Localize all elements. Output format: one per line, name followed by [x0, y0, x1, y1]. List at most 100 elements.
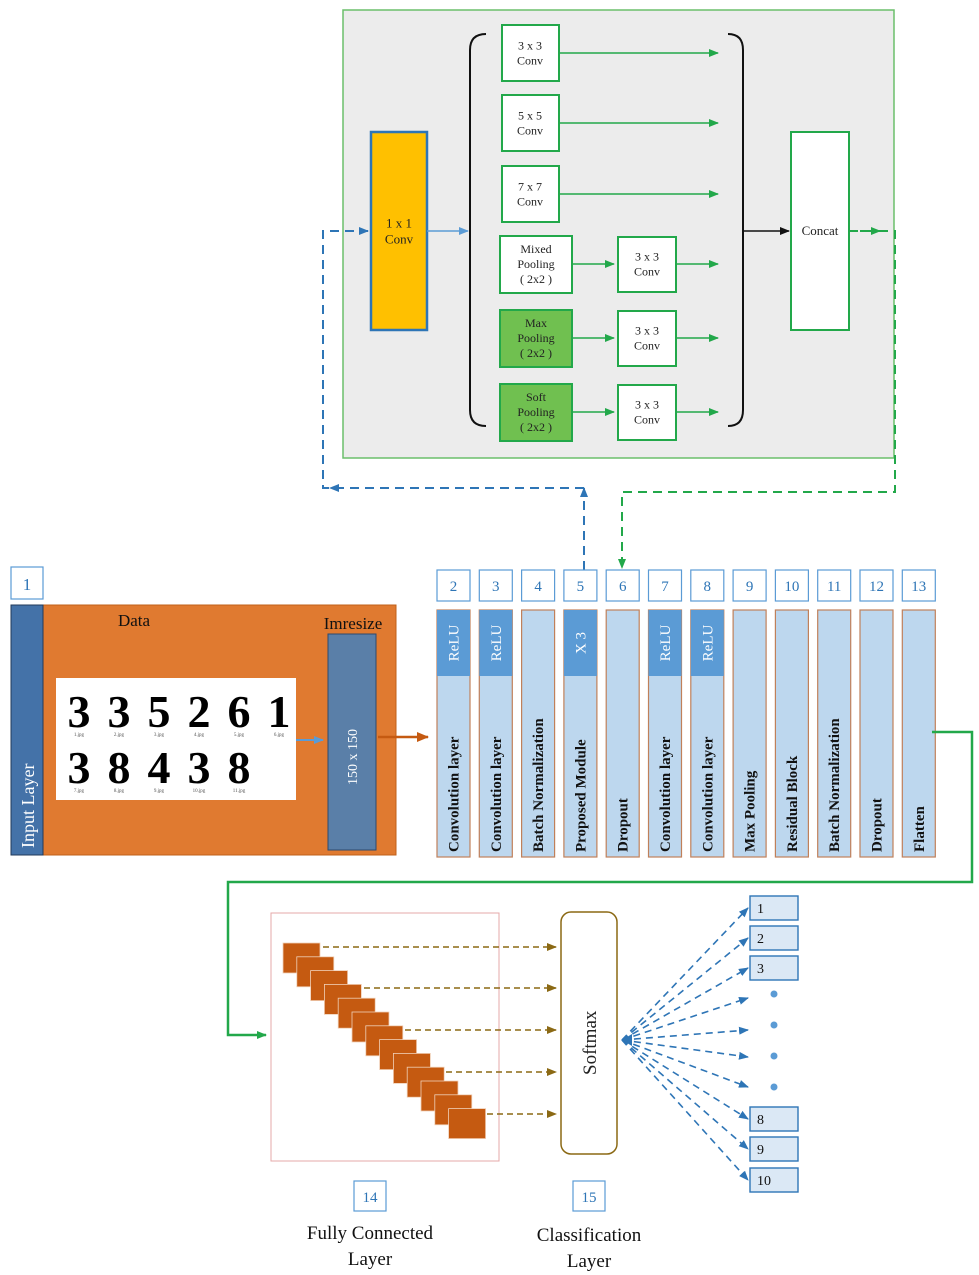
activation-tag-label: ReLU: [700, 625, 716, 662]
concat-label: Concat: [802, 223, 839, 238]
digit-filename: 5.jpg: [234, 733, 245, 738]
activation-tag-label: X 3: [573, 632, 589, 654]
digit-filename: 8.jpg: [114, 789, 125, 794]
digit-sample: 3: [188, 742, 211, 793]
layer-label: Residual Block: [785, 755, 801, 852]
digit-filename: 10.jpg: [193, 789, 206, 794]
digits-image: [56, 678, 296, 800]
layer-number: 2: [450, 579, 458, 595]
activation-tag-label: ReLU: [489, 625, 505, 662]
layer-label: Convolution layer: [447, 736, 463, 852]
layer-number-14-text: 14: [363, 1190, 379, 1206]
layer-label: Batch Normalization: [827, 718, 843, 852]
layer-number: 11: [827, 579, 841, 595]
layer-number: 12: [869, 579, 884, 595]
digit-filename: 9.jpg: [154, 789, 165, 794]
softmax-output-arrow: [622, 1040, 748, 1180]
imresize-label: Imresize: [324, 614, 383, 633]
digit-filename: 2.jpg: [114, 733, 125, 738]
layer-number: 5: [577, 579, 585, 595]
layer-number-1-text: 1: [23, 575, 32, 594]
layer-label: Convolution layer: [658, 736, 674, 852]
digit-sample: 8: [108, 742, 131, 793]
conv1x1-label: 1 x 1Conv: [385, 215, 414, 246]
mixed-pooling-label: MixedPooling( 2x2 ): [517, 242, 554, 286]
digit-sample: 4: [148, 742, 171, 793]
activation-tag-label: ReLU: [658, 625, 674, 662]
digit-sample: 8: [228, 742, 251, 793]
output-class-label: 2: [757, 932, 764, 947]
layer-number: 7: [661, 579, 669, 595]
imresize-value: 150 x 150: [346, 729, 361, 785]
output-ellipsis: [771, 991, 778, 1091]
layer-label: Dropout: [870, 798, 886, 852]
softmax-label: Softmax: [580, 1010, 601, 1075]
layer-12: 12Dropout: [860, 570, 893, 857]
softmax-output-arrow: [622, 1040, 748, 1057]
digit-sample: 2: [188, 686, 211, 737]
outputs-bottom: 8 9 10: [750, 1107, 798, 1192]
output-class-label: 10: [757, 1174, 771, 1189]
output-class-label: 3: [757, 962, 764, 977]
layer-number: 4: [534, 579, 542, 595]
layer-number: 8: [704, 579, 712, 595]
digit-sample: 5: [148, 686, 171, 737]
output-arrows: [622, 908, 748, 1180]
layer-label: Convolution layer: [489, 736, 505, 852]
branch-7x7-label: 7 x 7Conv: [517, 180, 543, 209]
layer-13: 13Flatten: [902, 570, 935, 857]
output-class-label: 8: [757, 1113, 764, 1128]
layer-stack: 2ReLU Convolution layer 3ReLU Convolution l…: [437, 570, 935, 857]
output-class-label: 1: [757, 902, 764, 917]
layer-number: 10: [784, 579, 799, 595]
data-label: Data: [118, 611, 151, 630]
digit-filename: 1.jpg: [74, 733, 85, 738]
digit-filename: 3.jpg: [154, 733, 165, 738]
digit-filename: 6.jpg: [274, 733, 285, 738]
digit-sample: 6: [228, 686, 251, 737]
layer-10: 10Residual Block: [775, 570, 808, 857]
layer-label: Batch Normalization: [531, 718, 547, 852]
layer-number: 6: [619, 579, 627, 595]
branch-5x5-label: 5 x 5Conv: [517, 109, 543, 138]
layer-label: Convolution layer: [700, 736, 716, 852]
digit-sample: 3: [68, 742, 91, 793]
output-class-label: 9: [757, 1143, 764, 1158]
digit-filename: 4.jpg: [194, 733, 205, 738]
layer-number-15-text: 15: [582, 1190, 597, 1206]
outputs-top: 1 2 3: [750, 896, 798, 980]
layer-number: 3: [492, 579, 500, 595]
digit-filename: 11.jpg: [233, 789, 246, 794]
layer-number: 13: [911, 579, 926, 595]
softmax-output-arrow: [622, 938, 748, 1040]
input-layer-label: Input Layer: [18, 764, 38, 848]
softmax-output-arrow: [622, 1040, 748, 1149]
digit-filename: 7.jpg: [74, 789, 85, 794]
activation-tag-label: ReLU: [447, 625, 463, 662]
digit-sample: 3: [68, 686, 91, 737]
softmax-output-arrow: [622, 908, 748, 1040]
digit-sample: 1: [268, 686, 291, 737]
layer-label: Flatten: [912, 806, 928, 852]
layer-label: Max Pooling: [743, 770, 759, 852]
digit-sample: 3: [108, 686, 131, 737]
layer-number: 9: [746, 579, 754, 595]
layer-label: Dropout: [616, 798, 632, 852]
